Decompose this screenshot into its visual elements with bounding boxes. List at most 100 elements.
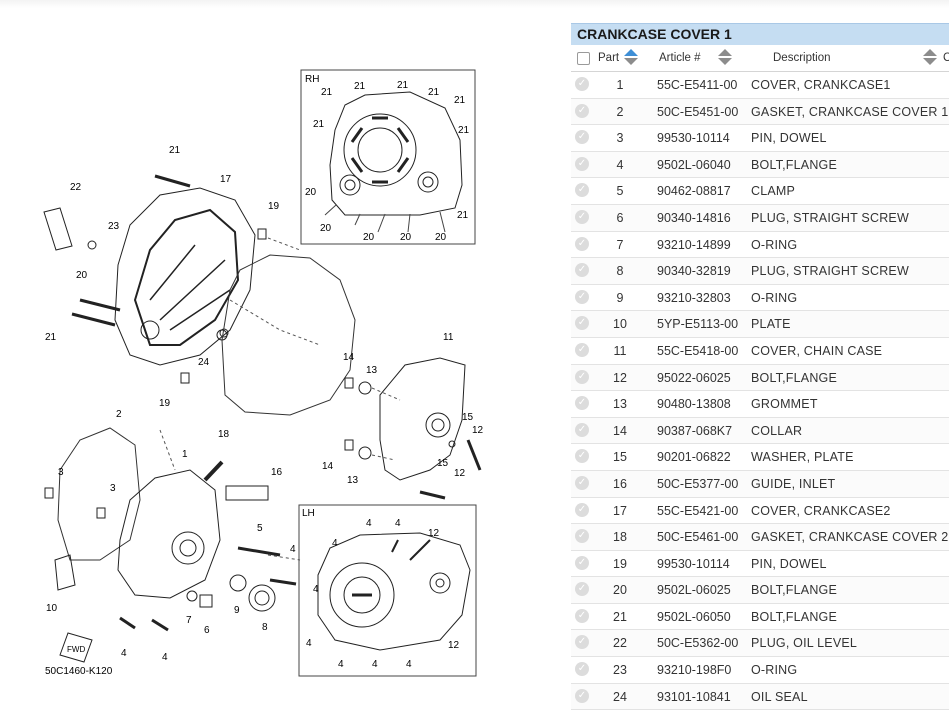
check-circle-icon[interactable]: ✓ <box>575 130 589 145</box>
check-circle-icon[interactable]: ✓ <box>575 608 589 623</box>
lh-callout: 4 <box>395 518 401 529</box>
part-description: WASHER, PLATE <box>751 450 854 465</box>
check-circle-icon[interactable]: ✓ <box>575 342 589 357</box>
callout-15: 15 <box>462 412 474 423</box>
rh-callout: 21 <box>354 81 366 92</box>
callout-14: 14 <box>343 352 355 363</box>
rh-callout: 20 <box>363 232 375 243</box>
callout-12: 12 <box>454 468 466 479</box>
check-circle-icon[interactable]: ✓ <box>575 449 589 464</box>
check-circle-icon[interactable]: ✓ <box>575 263 589 278</box>
check-circle-icon[interactable]: ✓ <box>575 103 589 118</box>
callout-15: 15 <box>437 458 449 469</box>
check-circle-icon[interactable]: ✓ <box>575 156 589 171</box>
check-circle-icon[interactable]: ✓ <box>575 316 589 331</box>
header-part[interactable]: Part <box>598 52 620 64</box>
callout-5: 5 <box>257 523 263 534</box>
callout-11: 11 <box>443 332 454 343</box>
lh-callout: 4 <box>366 518 372 529</box>
select-all-checkbox[interactable] <box>577 52 590 65</box>
callout-23: 23 <box>108 221 120 232</box>
check-circle-icon[interactable]: ✓ <box>575 475 589 490</box>
callout-22: 22 <box>70 182 82 193</box>
lh-callout: 4 <box>338 659 344 670</box>
check-circle-icon[interactable]: ✓ <box>575 289 589 304</box>
callout-16: 16 <box>271 467 283 478</box>
callout-18: 18 <box>218 429 230 440</box>
check-circle-icon[interactable]: ✓ <box>575 396 589 411</box>
check-circle-icon[interactable]: ✓ <box>575 635 589 650</box>
article-number: 93210-14899 <box>657 237 731 252</box>
part-description: O-RING <box>751 237 798 252</box>
part-number: 24 <box>613 689 627 704</box>
check-circle-icon[interactable]: ✓ <box>575 555 589 570</box>
part-description: OIL SEAL <box>751 689 808 704</box>
check-circle-icon[interactable]: ✓ <box>575 422 589 437</box>
article-number: 50C-E5461-00 <box>657 530 739 545</box>
callout-21: 21 <box>169 145 181 156</box>
part-description: BOLT,FLANGE <box>751 370 838 385</box>
part-number: 12 <box>613 370 627 385</box>
part-description: BOLT,FLANGE <box>751 583 838 598</box>
part-description: BOLT,FLANGE <box>751 157 838 172</box>
part-number: 3 <box>616 131 624 146</box>
check-circle-icon[interactable]: ✓ <box>575 209 589 224</box>
callout-3: 3 <box>58 467 64 478</box>
header-article[interactable]: Article # <box>659 52 701 64</box>
check-circle-icon[interactable]: ✓ <box>575 183 589 198</box>
check-circle-icon[interactable]: ✓ <box>575 369 589 384</box>
check-circle-icon[interactable]: ✓ <box>575 662 589 677</box>
crankcase-cover-1 <box>44 427 297 632</box>
check-circle-icon[interactable]: ✓ <box>575 529 589 544</box>
chain-case-cover <box>344 357 482 500</box>
lh-callout: 4 <box>406 659 412 670</box>
header-next-column[interactable]: C <box>943 52 949 64</box>
check-circle-icon[interactable]: ✓ <box>575 688 589 703</box>
part-number: 19 <box>613 556 627 571</box>
part-description: GROMMET <box>751 397 818 412</box>
check-circle-icon[interactable]: ✓ <box>575 77 589 91</box>
bolts-left <box>43 174 267 384</box>
article-number: 90340-32819 <box>657 264 731 279</box>
part-number: 15 <box>613 450 627 465</box>
check-circle-icon[interactable]: ✓ <box>575 236 589 251</box>
check-circle-icon[interactable]: ✓ <box>575 582 589 597</box>
part-number: 22 <box>613 636 627 651</box>
part-description: COVER, CRANKCASE2 <box>751 503 891 518</box>
parts-panel: CRANKCASE COVER 1 Part Article # Descrip… <box>571 23 949 725</box>
callout-19: 19 <box>268 201 280 212</box>
header-description[interactable]: Description <box>773 52 831 64</box>
callout-8: 8 <box>262 622 268 633</box>
part-number: 23 <box>613 663 627 678</box>
rh-callout: 21 <box>397 80 409 91</box>
check-circle-icon[interactable]: ✓ <box>575 502 589 517</box>
article-number: 55C-E5418-00 <box>657 343 739 358</box>
callout-3: 3 <box>110 483 116 494</box>
part-number: 1 <box>616 78 624 92</box>
part-number: 21 <box>613 609 627 624</box>
